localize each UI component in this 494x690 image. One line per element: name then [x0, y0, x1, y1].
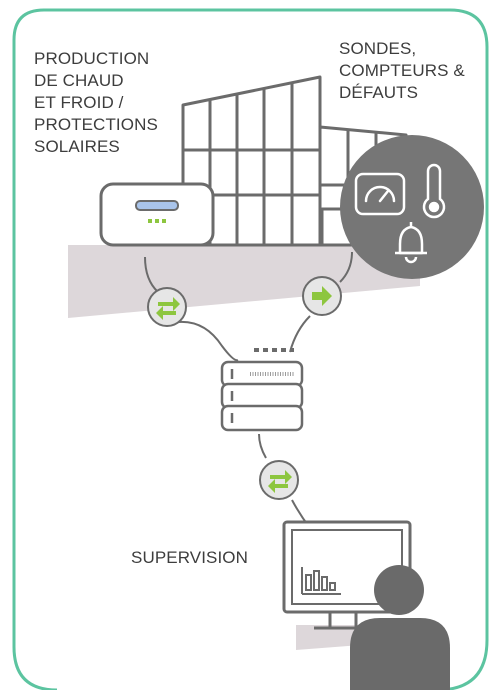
supervision-label: SUPERVISION	[131, 548, 248, 567]
right-arrow-icon	[302, 276, 342, 316]
bidirectional-arrows-icon	[259, 460, 299, 500]
sensors-group	[340, 135, 484, 279]
controller-box-icon	[99, 182, 215, 247]
sensors-label: SONDES, COMPTEURS & DÉFAUTS	[339, 39, 465, 102]
server-stack-icon	[220, 348, 304, 432]
bidirectional-arrows-icon	[147, 287, 187, 327]
sensors-circle	[340, 135, 484, 279]
production-label: PRODUCTION DE CHAUD ET FROID / PROTECTIO…	[34, 49, 158, 156]
alarm-bell-icon	[395, 222, 427, 264]
thermometer-icon	[422, 163, 446, 219]
frame-border	[12, 8, 489, 690]
speedometer-icon	[354, 172, 406, 216]
person-icon	[350, 565, 450, 690]
